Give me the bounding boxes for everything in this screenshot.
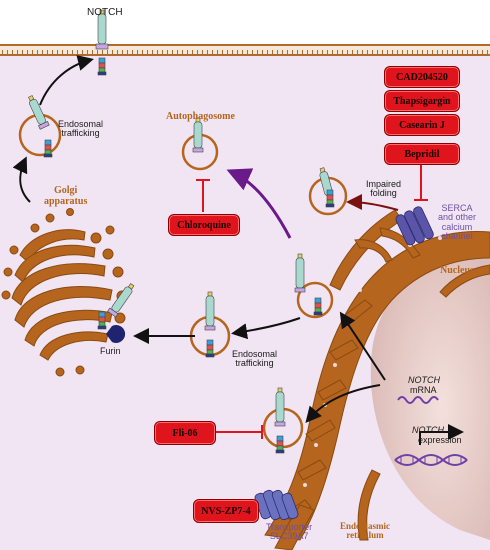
autophagy-arrow [226,168,292,239]
black-arrows [12,55,464,445]
drug-chloroquine: Chloroquine [168,214,240,236]
nucleus [370,245,490,540]
drug-thapsigargin: Thapsigargin [384,90,460,112]
label-notch-expression: expression [418,435,462,445]
drug-bepridil: Bepridil [384,143,460,165]
notch-mrna-icon [397,396,439,404]
label-endosomal-trafficking-mid: Endosomal trafficking [232,349,278,369]
label-transporter-slc39a7: Transporter SLC39A7 [266,522,313,542]
label-endosomal-trafficking-top: Endosomal trafficking [58,119,104,139]
label-furin: Furin [100,346,121,356]
label-serca: SERCA and other calcium channel [438,203,477,242]
label-impaired-folding: Impaired folding [366,179,402,199]
impaired-folding-arrow [346,194,399,211]
transporter-slc39a7-icon [254,489,299,521]
serca-channel-icon [395,206,434,246]
drug-casearin-j: Casearin J [384,114,460,136]
label-notch-expression-gene: NOTCH [412,425,444,435]
label-golgi-apparatus: Golgi apparatus [44,185,88,207]
furin-icon [106,325,126,343]
plasma-membrane [0,44,490,56]
drug-nvs-zp7-4: NVS-ZP7-4 [193,499,259,523]
label-endoplasmic-reticulum: Endoplasmic reticulum [340,521,391,541]
label-notch: NOTCH [87,7,123,18]
label-autophagosome: Autophagosome [166,111,235,122]
notch-receptors [28,9,335,454]
label-notch-mrna: mRNA [410,385,437,395]
golgi-apparatus [1,208,128,377]
label-nucleus: Nucleus [440,265,474,276]
dna-icon [394,454,468,466]
label-notch-mrna-gene: NOTCH [408,375,440,385]
drug-fli-06: Fli-06 [154,421,216,445]
drug-cad204520: CAD204520 [384,66,460,88]
